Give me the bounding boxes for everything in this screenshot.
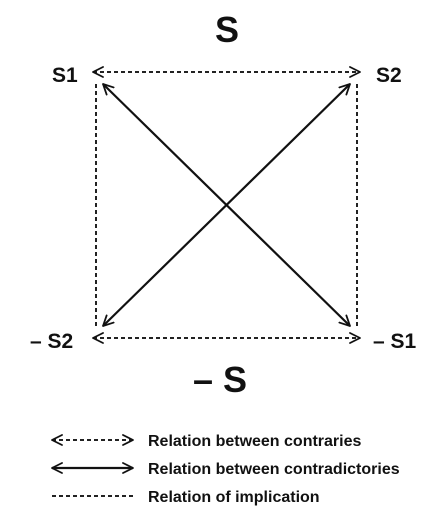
- top-title: S: [215, 9, 239, 50]
- contradictories-arrow-diagonal-2: [102, 83, 351, 327]
- corner-label-bottom-left: – S2: [30, 330, 73, 353]
- bottom-title: – S: [193, 359, 247, 400]
- legend: Relation between contraries Relation bet…: [51, 433, 400, 506]
- corner-label-bottom-right: – S1: [373, 330, 417, 353]
- legend-label-contraries: Relation between contraries: [148, 433, 361, 450]
- corner-label-top-left: S1: [52, 64, 78, 87]
- legend-label-contradictories: Relation between contradictories: [148, 461, 400, 478]
- corner-label-top-right: S2: [376, 64, 402, 87]
- legend-label-implication: Relation of implication: [148, 489, 320, 506]
